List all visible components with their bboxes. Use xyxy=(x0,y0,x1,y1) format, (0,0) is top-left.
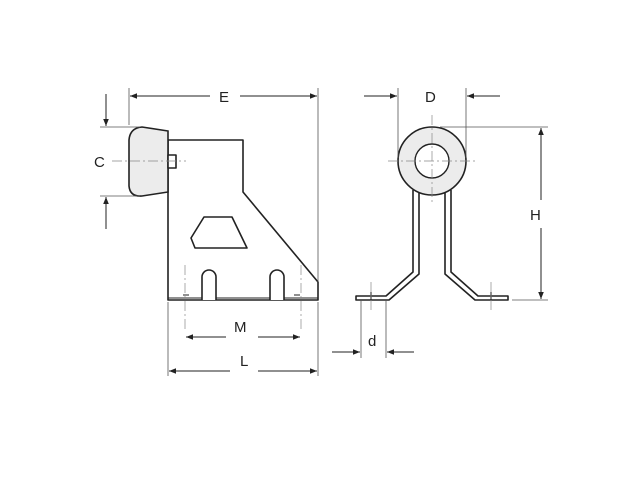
label-l: L xyxy=(240,353,248,370)
window-cutout xyxy=(190,216,248,249)
label-e: E xyxy=(219,89,229,106)
label-d: D xyxy=(425,89,436,106)
label-h: H xyxy=(530,207,541,224)
label-c: C xyxy=(94,154,105,171)
dimension-d: D xyxy=(364,88,500,158)
front-leg-left xyxy=(355,190,420,301)
dimension-e: E xyxy=(128,88,319,282)
slot-right xyxy=(269,269,285,300)
front-leg-right xyxy=(444,190,509,301)
dimension-h: H xyxy=(440,126,548,301)
label-m: M xyxy=(234,319,247,336)
dimension-m: M xyxy=(186,319,300,340)
label-small-d: d xyxy=(368,333,376,350)
dimension-c: C xyxy=(94,94,140,229)
dimension-l: L xyxy=(167,302,319,376)
side-view-body xyxy=(167,139,319,301)
bumper-cap xyxy=(128,126,169,197)
front-view xyxy=(355,115,509,312)
bumper-neck xyxy=(167,154,177,169)
dimension-small-d: d xyxy=(332,300,414,358)
slot-left xyxy=(201,269,217,300)
side-view xyxy=(112,126,319,330)
